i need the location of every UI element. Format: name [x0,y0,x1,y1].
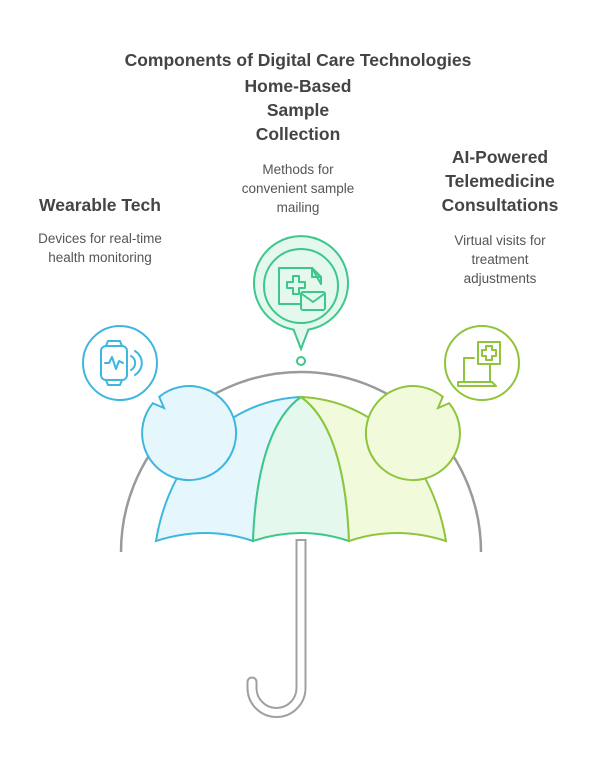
telemedicine-desc-line-2: treatment [471,252,529,267]
home-sample-marker [253,235,349,352]
outer-arc [119,370,483,553]
diagram-title: Components of Digital Care Technologies [124,50,472,70]
wearable-description: Devices for real-time health monitoring [10,229,190,267]
laptop-medical-icon [457,341,501,387]
smartwatch-icon [100,340,143,386]
telemedicine-desc-line-3: adjustments [463,271,537,286]
wearable-desc-line-2: health monitoring [48,250,152,265]
telemedicine-heading-line-3: Consultations [441,195,559,215]
arc-dot-center [296,356,306,366]
telemedicine-marker [364,325,520,482]
umbrella-handle [246,539,307,718]
telemedicine-desc-line-1: Virtual visits for [454,233,546,248]
home-sample-desc-line-1: Methods for [262,162,334,177]
home-sample-heading-line-3: Collection [255,124,341,144]
telemedicine-heading: AI-Powered Telemedicine Consultations [410,145,590,217]
home-sample-description: Methods for convenient sample mailing [203,160,393,217]
wearable-marker [82,325,238,482]
home-sample-desc-line-2: convenient sample [241,181,355,196]
telemedicine-description: Virtual visits for treatment adjustments [415,231,585,288]
wearable-heading: Wearable Tech [39,195,161,215]
telemedicine-heading-line-1: AI-Powered [451,147,549,167]
home-sample-heading-line-1: Home-Based [244,76,352,96]
home-sample-heading: Home-Based Sample Collection [178,74,418,146]
telemedicine-heading-line-2: Telemedicine [445,171,555,191]
wearable-desc-line-1: Devices for real-time [38,231,162,246]
medical-mail-icon [278,267,326,311]
home-sample-desc-line-3: mailing [276,200,320,215]
home-sample-heading-line-2: Sample [266,100,330,120]
